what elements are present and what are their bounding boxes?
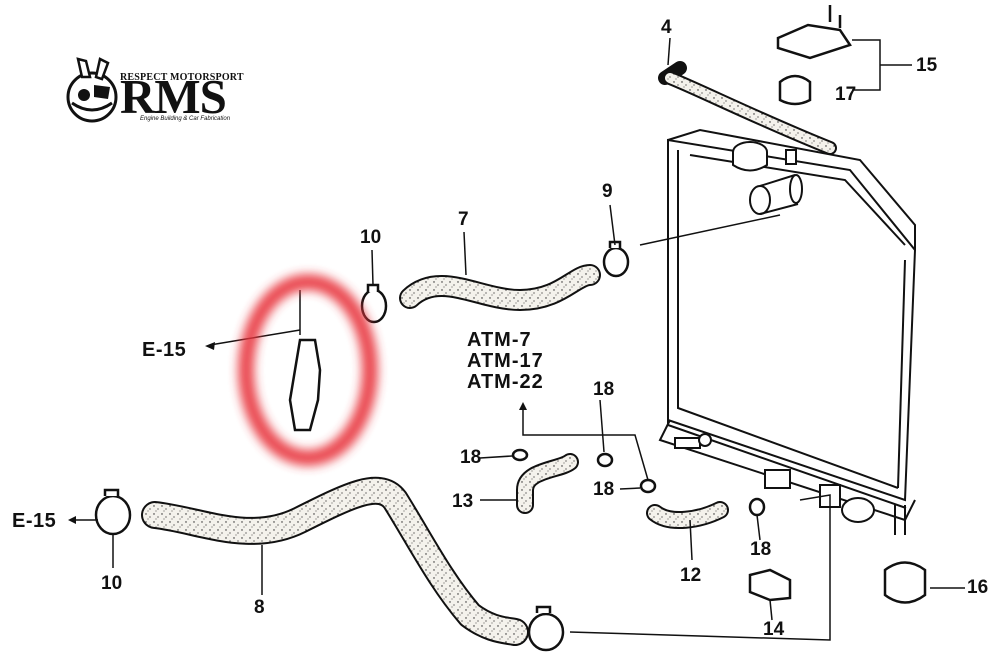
rabbit-mascot-icon (66, 57, 118, 123)
callout-12: 12 (680, 565, 702, 586)
rms-logo: RESPECT MOTORSPORT RMS Engine Building &… (62, 55, 277, 130)
atm-ref: ATM-7 (467, 329, 532, 351)
leader-lines (72, 37, 965, 641)
atm-ref: ATM-22 (467, 371, 544, 393)
brackets (288, 5, 927, 604)
atm-reference-list: ATM-7 ATM-17 ATM-22 (467, 330, 544, 393)
logo-sub-text: Engine Building & Car Fabrication (140, 116, 231, 122)
callout-13: 13 (452, 491, 474, 512)
callout-9: 9 (602, 181, 613, 202)
callout-8: 8 (254, 597, 265, 618)
callout-10-bottom: 10 (101, 573, 123, 594)
callout-16: 16 (967, 577, 989, 598)
callout-18-a: 18 (460, 447, 482, 468)
callout-18-d: 18 (750, 539, 772, 560)
ref-e15-upper: E-15 (142, 339, 187, 361)
clamps (94, 240, 766, 652)
callout-4: 4 (661, 17, 672, 38)
callout-17: 17 (835, 84, 857, 105)
ref-e15-lower: E-15 (12, 510, 57, 532)
radiator (658, 128, 917, 535)
highlight-circle (238, 274, 378, 466)
atm-ref: ATM-17 (467, 350, 544, 372)
logo-main-text: RMS (120, 69, 227, 124)
callout-18-c: 18 (593, 479, 615, 500)
callout-10-top: 10 (360, 227, 382, 248)
logo-top-text: RESPECT MOTORSPORT (120, 72, 244, 83)
callout-7: 7 (458, 209, 469, 230)
callout-15: 15 (916, 55, 938, 76)
callout-14: 14 (763, 619, 785, 640)
callout-18-b: 18 (593, 379, 615, 400)
